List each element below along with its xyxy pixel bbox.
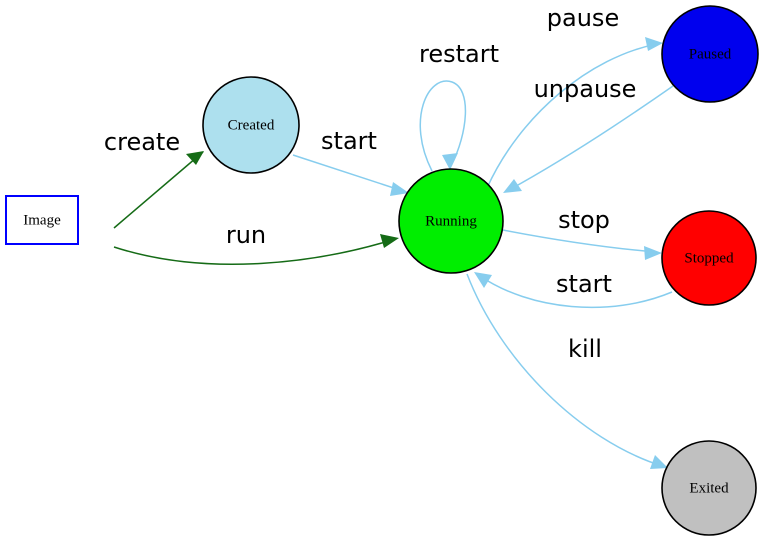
node-stopped[interactable]: Stopped <box>661 210 757 306</box>
edge-start-created[interactable]: start <box>292 127 409 196</box>
edge-start-stopped-path <box>479 275 673 309</box>
node-image[interactable]: Image <box>5 195 79 245</box>
node-paused-shape <box>661 5 759 103</box>
edge-run[interactable]: run <box>113 221 399 265</box>
edge-run-arrowhead <box>380 234 399 248</box>
edge-start-stopped[interactable]: start <box>474 270 673 309</box>
node-running-shape <box>398 168 504 274</box>
edge-stop-path <box>502 229 656 253</box>
edge-run-label: run <box>226 221 266 249</box>
node-created-label: Created <box>228 117 275 133</box>
edge-restart[interactable]: restart <box>419 40 499 172</box>
node-running-label: Running <box>425 213 477 229</box>
edge-unpause-arrowhead <box>503 179 522 193</box>
edge-restart-path <box>419 80 467 172</box>
edge-pause-arrowhead <box>645 37 663 51</box>
edge-stop[interactable]: stop <box>502 206 662 260</box>
node-running[interactable]: Running <box>398 168 504 274</box>
edge-pause-path <box>486 43 658 189</box>
edge-kill-label: kill <box>568 335 602 363</box>
edge-unpause-label: unpause <box>534 75 637 103</box>
edge-restart-arrowhead <box>442 153 458 170</box>
edge-create-label: create <box>104 128 180 156</box>
node-created[interactable]: Created <box>202 76 300 174</box>
edge-create-path <box>113 151 204 229</box>
node-image-label: Image <box>23 212 61 228</box>
node-created-shape <box>202 76 300 174</box>
edge-kill-arrowhead <box>650 455 668 469</box>
edge-start-created-arrowhead <box>390 182 409 196</box>
edge-start-stopped-arrowhead <box>474 272 492 288</box>
node-exited-label: Exited <box>689 480 729 496</box>
edge-create[interactable]: create <box>104 128 204 229</box>
node-exited-shape <box>661 440 757 536</box>
node-stopped-label: Stopped <box>684 250 734 266</box>
edge-run-path <box>113 239 393 265</box>
edge-kill[interactable]: kill <box>466 273 668 469</box>
edge-stop-arrowhead <box>644 246 662 260</box>
edge-pause-label: pause <box>547 4 619 32</box>
node-exited[interactable]: Exited <box>661 440 757 536</box>
edge-kill-path <box>466 273 663 467</box>
edge-unpause[interactable]: unpause <box>503 75 674 193</box>
edge-start-created-path <box>292 154 407 193</box>
edge-start-created-label: start <box>321 127 377 155</box>
node-image-shape <box>5 195 79 245</box>
edge-unpause-path <box>508 85 674 191</box>
edge-start-stopped-label: start <box>556 270 612 298</box>
node-stopped-shape <box>661 210 757 306</box>
node-paused[interactable]: Paused <box>661 5 759 103</box>
edge-stop-label: stop <box>558 206 610 234</box>
edge-create-arrowhead <box>186 151 204 165</box>
node-paused-label: Paused <box>689 46 732 62</box>
edge-pause[interactable]: pause <box>486 4 663 189</box>
edge-restart-label: restart <box>419 40 499 68</box>
